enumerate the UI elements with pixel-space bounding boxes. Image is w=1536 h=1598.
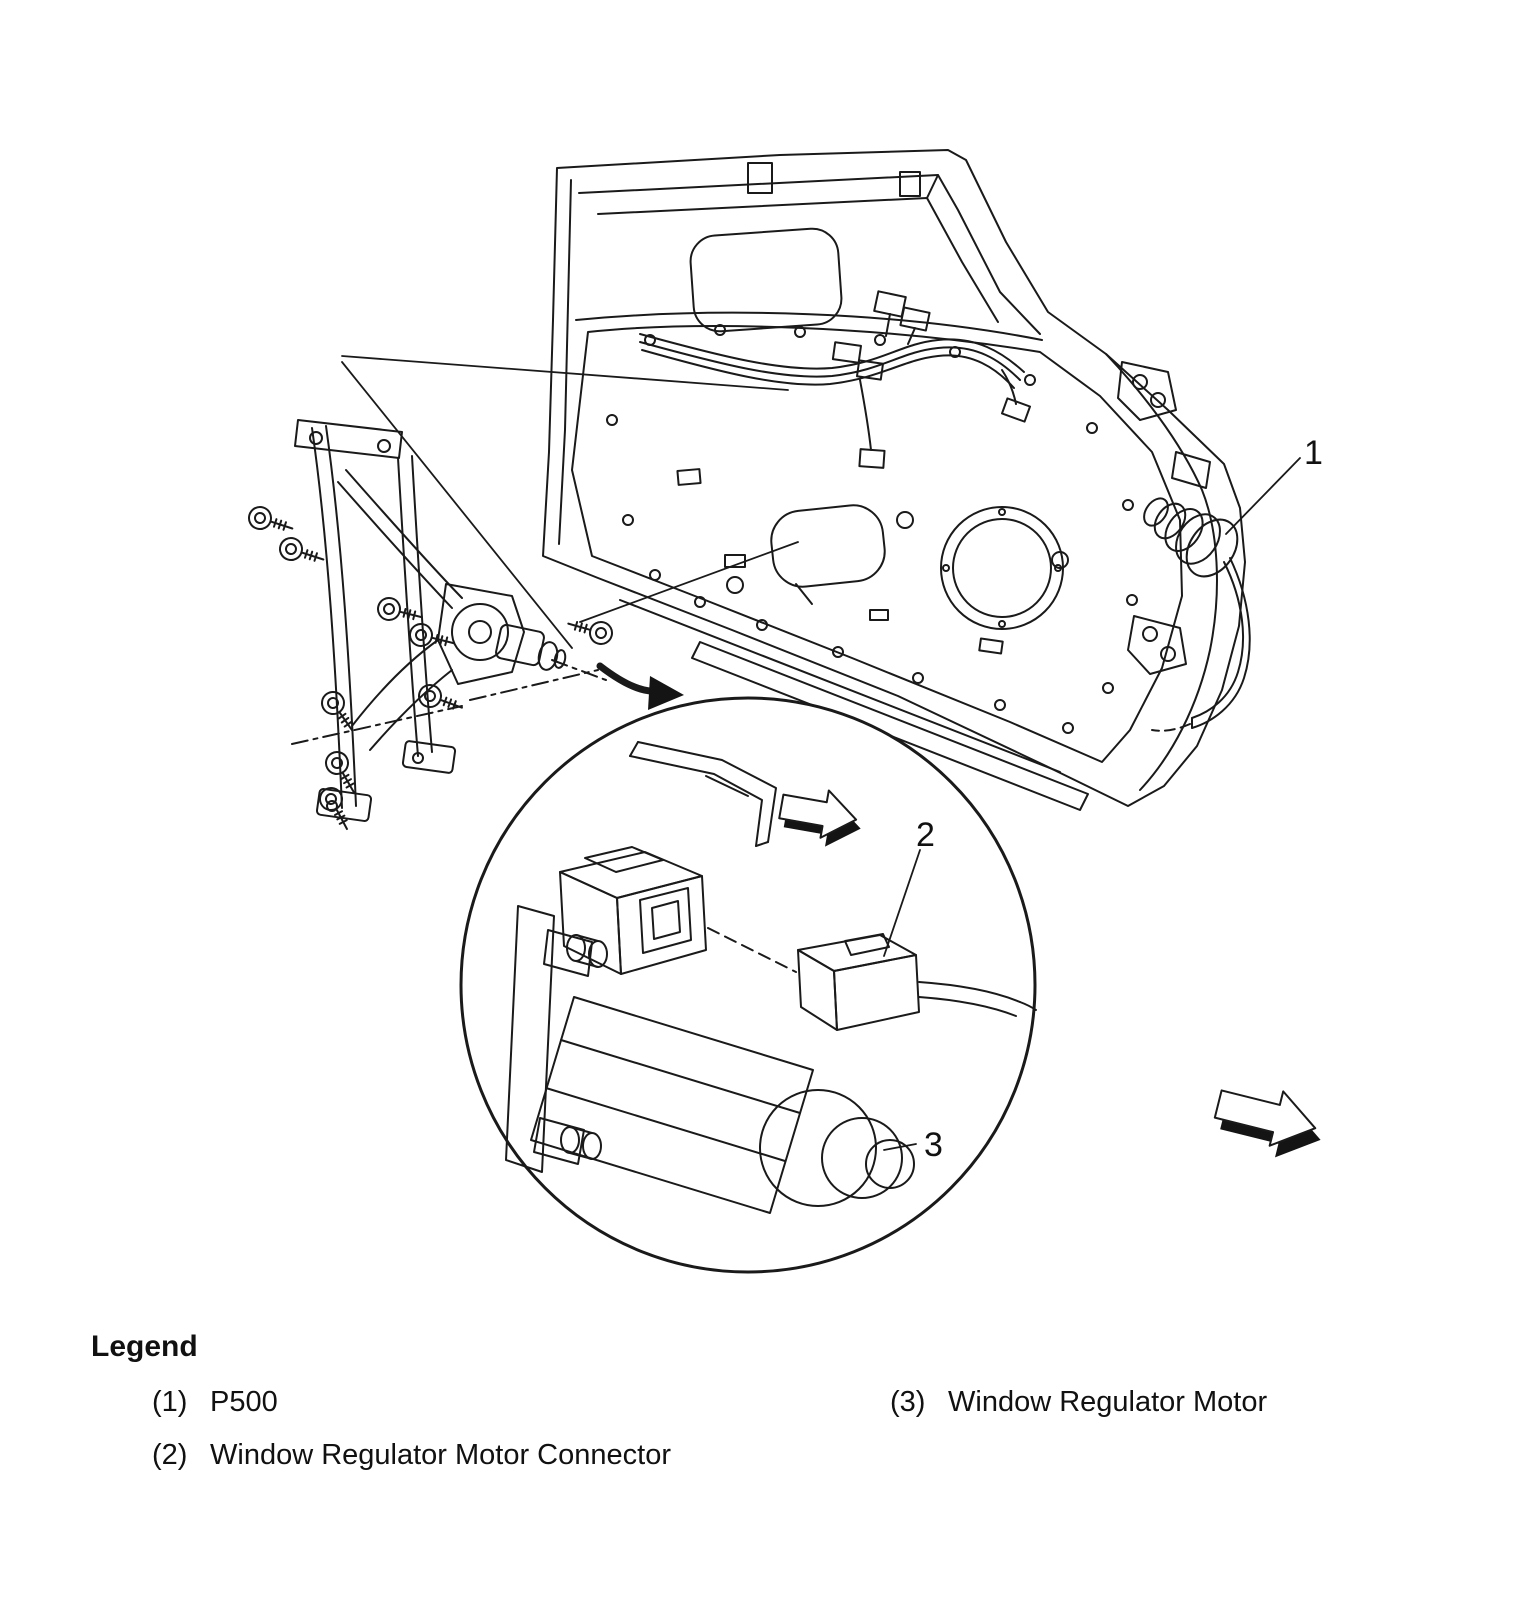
harness-connector-block: [1000, 397, 1032, 423]
callout-2-label: 2: [916, 816, 935, 854]
window-regulator-assembly: [245, 419, 616, 836]
callout-3-label: 3: [924, 1126, 943, 1164]
connector-wire: [918, 996, 1017, 1017]
install-direction-arrow-icon: [1213, 1089, 1321, 1158]
inner-panel-outline: [571, 325, 1183, 763]
callout-1-leader: [1225, 457, 1301, 535]
p500-boot-grommet: [1143, 497, 1251, 732]
harness-connector-block: [873, 290, 907, 318]
regulator-gear-housing: [437, 583, 525, 685]
regulator-bracket-strap: [629, 741, 777, 847]
legend-item-number: (1): [152, 1386, 188, 1418]
latch-bracket: [1171, 451, 1211, 489]
callouts: 1 2 3: [883, 434, 1323, 1164]
mounting-bolt: [276, 534, 328, 571]
door-front-edge: [558, 179, 572, 545]
legend-item-2: (2) Window Regulator Motor Connector: [152, 1439, 671, 1472]
callout-2-leader: [883, 849, 921, 957]
legend-column-right: (3) Window Regulator Motor: [890, 1386, 1267, 1419]
door-hinge-bracket-upper: [1117, 361, 1177, 421]
legend-item-3: (3) Window Regulator Motor: [890, 1386, 1267, 1419]
callout-3-leader: [883, 1143, 917, 1151]
legend-item-number: (3): [890, 1386, 926, 1418]
wiring-harness: [639, 290, 1032, 469]
mounting-bolt: [245, 503, 297, 540]
motor-end-cap-small: [865, 1139, 915, 1189]
legend-item-label: Window Regulator Motor: [948, 1386, 1268, 1418]
mounting-bolt: [374, 594, 426, 629]
legend-item-number: (2): [152, 1439, 188, 1471]
motor-connector-socket: [559, 846, 707, 975]
window-frame: [575, 162, 1043, 341]
legend-title: Legend: [91, 1330, 198, 1363]
window-regulator-motor-installed: [495, 623, 567, 671]
access-opening-upper: [689, 227, 843, 333]
door-outline: [542, 149, 1246, 807]
panel-holes: [606, 324, 1138, 734]
motor-end-cap-mid: [821, 1117, 903, 1199]
legend-column-left: (1) P500 (2) Window Regulator Motor Conn…: [152, 1386, 671, 1472]
detail-inset: [459, 696, 1037, 1274]
door-shell-right-contour: [1105, 353, 1218, 791]
door-panel: [542, 149, 1246, 811]
legend-item-label: P500: [210, 1386, 278, 1418]
legend-item-label: Window Regulator Motor Connector: [210, 1439, 671, 1471]
callout-1-label: 1: [1304, 434, 1323, 472]
rotate-arrow-icon: [596, 662, 684, 710]
speaker-opening: [940, 506, 1064, 630]
motor-end-cap-large: [759, 1089, 877, 1207]
door-hinge-bracket-lower: [1127, 615, 1187, 675]
harness-connector-block: [899, 306, 931, 332]
mounting-bolt: [414, 680, 467, 719]
door-bottom-sill: [619, 599, 1089, 811]
pointer-lines: [341, 355, 799, 649]
connector-wire: [918, 981, 1021, 1003]
harness-connector-block: [856, 359, 884, 381]
connector-mating-dash-line: [707, 927, 797, 973]
harness-connector-block: [858, 448, 886, 469]
inset-circle: [459, 696, 1037, 1274]
mounting-bolt: [406, 620, 458, 655]
window-regulator-motor: [530, 996, 915, 1214]
slide-direction-arrow-icon: [778, 789, 861, 847]
window-regulator-motor-connector: [797, 933, 1037, 1031]
harness-connector-block: [831, 341, 862, 364]
legend-item-1: (1) P500: [152, 1386, 671, 1419]
